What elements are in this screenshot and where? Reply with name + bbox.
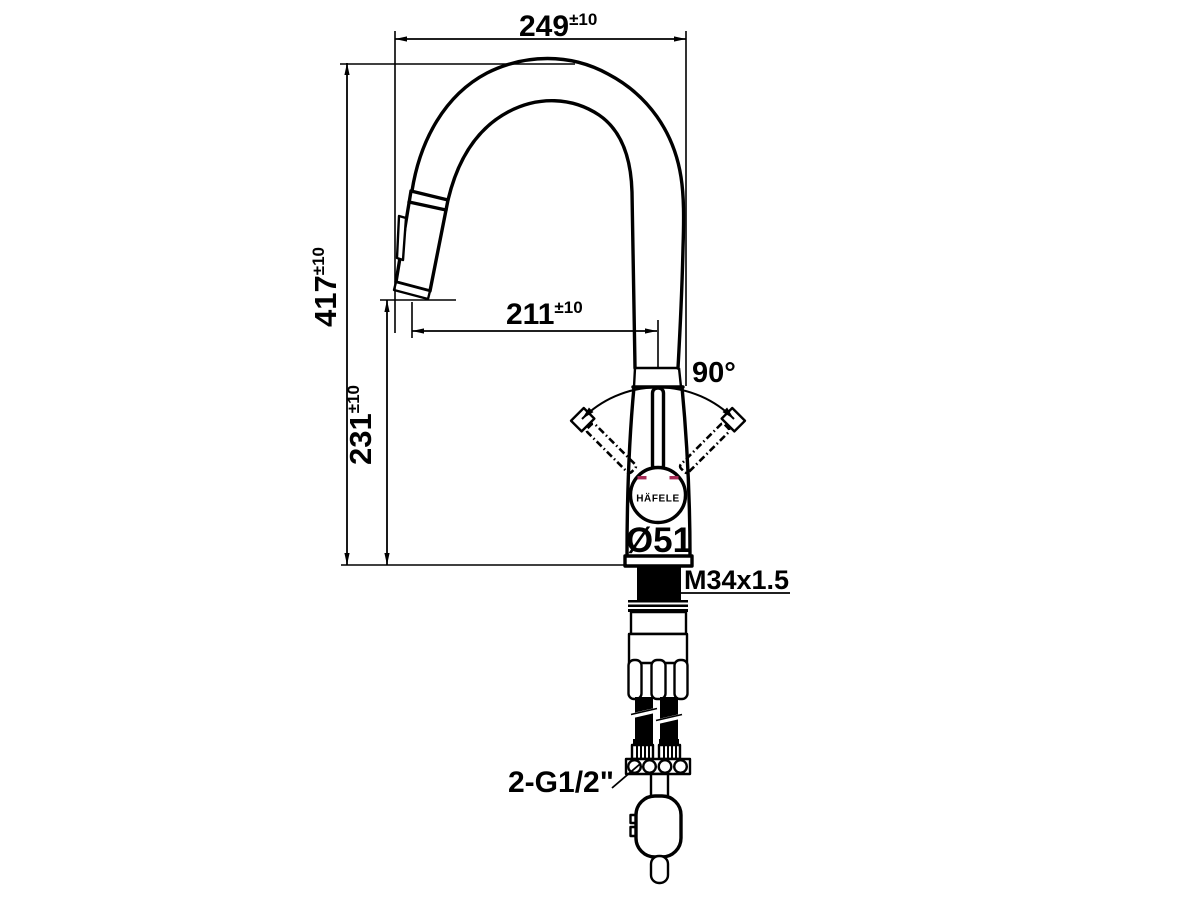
body-left-edge bbox=[625, 385, 636, 558]
body-right-edge bbox=[680, 385, 692, 558]
extension-lines bbox=[340, 31, 687, 566]
spray-head bbox=[392, 189, 450, 301]
arc-arrow-left bbox=[582, 407, 594, 419]
mount-block-upper bbox=[629, 610, 688, 636]
mount-prongs bbox=[627, 658, 689, 701]
brand-logo-text: HÄFELE bbox=[636, 492, 680, 505]
dim-reach-label: 211±10 bbox=[506, 298, 583, 331]
dim-height-label: 417±10 bbox=[308, 247, 343, 327]
spout-outer-curve bbox=[410, 56, 686, 370]
dim-width-label: 249±10 bbox=[519, 10, 597, 43]
neck-collar bbox=[631, 366, 685, 389]
hose-weight bbox=[629, 794, 683, 885]
connection-leader bbox=[611, 763, 641, 789]
spray-head-seam bbox=[407, 200, 448, 212]
handle-lever bbox=[650, 386, 666, 472]
faucet-outline: HÄFELE Ø51 bbox=[392, 56, 747, 885]
arc-arrow-right bbox=[722, 407, 734, 419]
dim-outlet-height-label: 231±10 bbox=[343, 385, 378, 465]
hose-fittings bbox=[630, 739, 682, 761]
mount-block-lower bbox=[627, 632, 689, 665]
supply-hoses bbox=[630, 697, 683, 740]
brand-accent-right bbox=[669, 476, 679, 480]
mounting-washers bbox=[625, 600, 691, 612]
mounting-thread bbox=[637, 566, 681, 600]
dimension-annotations: 249±10 417±10 231±10 211±10 90° M34x1.5 … bbox=[308, 10, 790, 799]
diameter-label: Ø51 bbox=[626, 521, 692, 560]
weight-tail bbox=[649, 854, 670, 885]
connector-row bbox=[624, 757, 692, 776]
connection-label: 2-G1/2" bbox=[508, 766, 614, 799]
thread-leader bbox=[671, 585, 790, 594]
angle-label: 90° bbox=[692, 357, 736, 389]
thread-label: M34x1.5 bbox=[684, 565, 789, 595]
spout-inner-curve bbox=[446, 99, 637, 370]
brand-medallion: HÄFELE bbox=[628, 465, 688, 525]
spray-head-button bbox=[395, 214, 408, 262]
base-flange bbox=[623, 554, 694, 568]
brand-accent-left bbox=[637, 476, 647, 480]
